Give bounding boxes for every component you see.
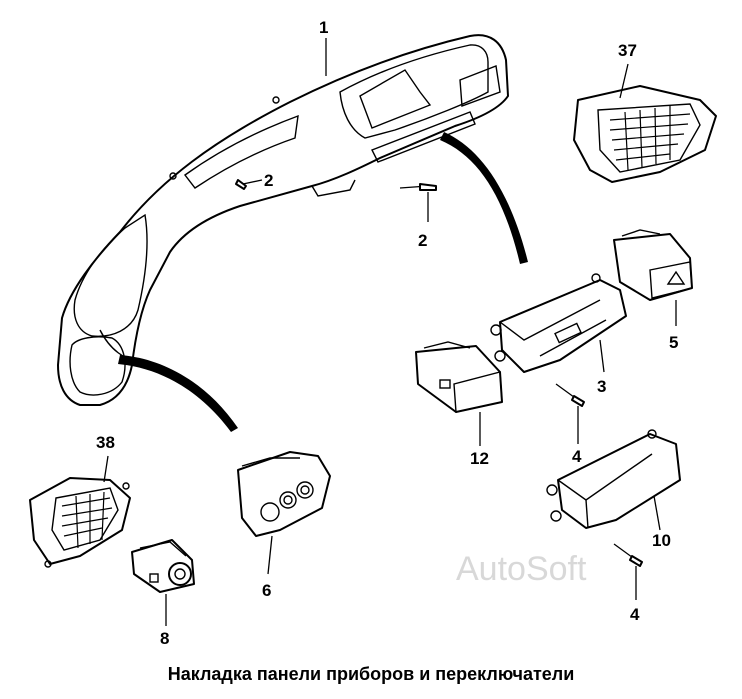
callout-38: 38 [96,433,115,452]
callout-2-upper: 2 [264,171,273,190]
callout-4-upper: 4 [572,447,582,466]
screw-4-upper [555,383,585,444]
control-panel-6 [237,451,331,575]
pointer-arrow-upper [440,132,528,264]
callout-10: 10 [652,531,671,550]
callout-8: 8 [160,629,169,648]
screw-2-upper [235,179,263,190]
callout-3: 3 [597,377,606,396]
callout-2-right: 2 [418,231,427,250]
callout-4-lower: 4 [630,605,640,624]
air-vent-38 [29,455,131,568]
screw-4-lower [613,543,643,600]
switch-block-3 [490,273,627,373]
watermark: AutoSoft [456,550,587,588]
callout-6: 6 [262,581,271,600]
air-vent-37 [573,63,717,183]
callout-37: 37 [618,41,637,60]
callout-5: 5 [669,333,678,352]
switch-block-10 [546,429,681,531]
figure-caption: Накладка панели приборов и переключатели [167,664,575,684]
screw-2-right [399,183,437,222]
callout-1: 1 [319,18,328,37]
pointer-arrow-lower [118,355,238,432]
switch-12 [415,341,503,446]
switch-5 [613,229,693,326]
callout-12: 12 [470,449,489,468]
knob-8 [131,539,195,626]
